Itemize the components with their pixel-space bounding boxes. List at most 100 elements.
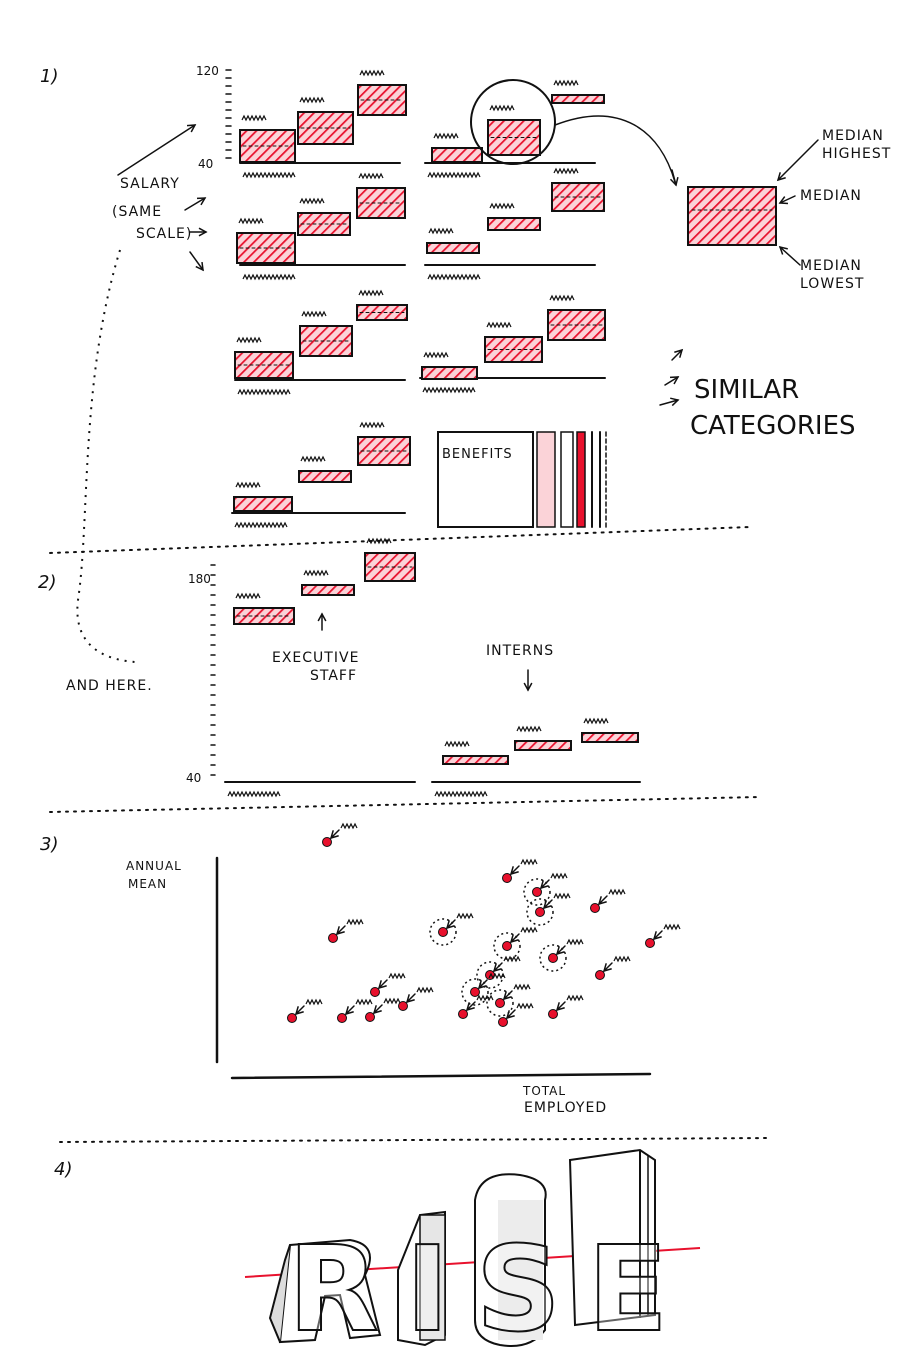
chart-2b-box-label xyxy=(489,202,515,210)
similar-arrow-2-head xyxy=(669,376,680,385)
salary-label: SALARY xyxy=(120,176,180,192)
scale-label: SCALE) xyxy=(136,226,192,242)
median-highest-label: MEDIAN xyxy=(822,128,884,144)
similar-arrow-3 xyxy=(659,399,679,406)
data-point xyxy=(287,1013,297,1023)
similar-label: SIMILAR xyxy=(694,375,799,405)
point-label-arrow xyxy=(466,1001,476,1011)
point-label-arrow xyxy=(336,925,346,935)
executive-label: EXECUTIVE xyxy=(272,650,359,666)
median-highest-arrow xyxy=(777,139,819,181)
similar-arrow-1-head xyxy=(674,348,684,358)
point-label-arrow xyxy=(556,945,566,955)
median-arrow xyxy=(779,195,796,204)
chart-1a-box-label xyxy=(241,114,267,122)
benefits-stripe xyxy=(560,431,574,528)
chart-3a-box-label xyxy=(358,289,384,297)
data-point xyxy=(328,933,338,943)
interns-chart-box-label xyxy=(444,740,470,748)
categories-label: CATEGORIES xyxy=(690,411,856,441)
point-label-arrow xyxy=(510,865,520,875)
point-label-arrow-head xyxy=(539,880,549,890)
chart-2b-range-box xyxy=(426,242,480,254)
chart-4a-box-label xyxy=(235,481,261,489)
point-label-arrow-head xyxy=(445,920,455,930)
same-arrow-2-head xyxy=(198,227,208,237)
point-label-arrow xyxy=(345,1005,355,1015)
exec-chart-box-label xyxy=(235,592,261,600)
point-label-arrow-head xyxy=(555,1002,565,1012)
point-label-arrow xyxy=(603,962,613,972)
chart-4a-range-box xyxy=(357,436,411,466)
letter-r xyxy=(278,1238,382,1344)
same-arrow-1 xyxy=(184,197,206,211)
data-point xyxy=(502,873,512,883)
median-label: MEDIAN xyxy=(800,188,862,204)
point-label-arrow xyxy=(378,979,388,989)
point-label-arrow-head xyxy=(652,931,662,941)
point-label-arrow xyxy=(543,899,553,909)
section-1-label: 1) xyxy=(40,66,58,87)
highlight-circle xyxy=(539,944,567,972)
point-label xyxy=(355,998,373,1006)
point-label-arrow xyxy=(493,962,503,972)
point-label-arrow-head xyxy=(329,830,339,840)
letter-i-side xyxy=(419,1214,446,1341)
point-label-arrow-head xyxy=(344,1006,354,1016)
point-label-arrow-head xyxy=(542,900,552,910)
data-point xyxy=(337,1013,347,1023)
data-point xyxy=(398,1001,408,1011)
point-label-arrow xyxy=(478,979,488,989)
point-label xyxy=(663,923,681,931)
point-label-arrow-head xyxy=(555,946,565,956)
point-label xyxy=(566,938,584,946)
similar-arrow-2 xyxy=(664,376,679,386)
x-axis-label: TOTAL xyxy=(522,1084,566,1098)
benefits-stripe xyxy=(536,431,556,528)
chart-3b-box-label xyxy=(549,294,575,302)
median-lowest-arrow-head xyxy=(778,245,788,255)
point-label-arrow-head xyxy=(377,980,387,990)
point-label-arrow-head xyxy=(509,866,519,876)
point-label-arrow-head xyxy=(502,991,512,1001)
zoom-arrow xyxy=(671,169,677,186)
chart-2a-box-label xyxy=(299,197,325,205)
chart-1b-range-box xyxy=(431,147,483,163)
point-label xyxy=(613,955,631,963)
y-tick-40: 40 xyxy=(198,157,213,171)
section-4-label: 4) xyxy=(54,1159,72,1180)
y-tick-120: 120 xyxy=(196,64,219,78)
y-axis-label-2: MEAN xyxy=(128,877,167,891)
similar-arrow-3-head xyxy=(670,397,680,407)
point-label xyxy=(520,926,538,934)
point-label-arrow xyxy=(295,1005,305,1015)
chart-3a-box-label xyxy=(301,310,327,318)
chart-3b-box-label xyxy=(486,321,512,329)
and-here-dotted-arrow xyxy=(76,249,136,663)
chart-2b-box-label xyxy=(553,167,579,175)
point-label-arrow xyxy=(540,879,550,889)
chart-2a-axis-scribble xyxy=(242,273,296,281)
exec-chart-box-label xyxy=(366,537,392,545)
point-label-arrow-head xyxy=(597,896,607,906)
chart-1a-box-label xyxy=(359,69,385,77)
point-label-arrow xyxy=(446,919,456,929)
interns-chart-range-box xyxy=(514,740,572,751)
legend-box xyxy=(687,186,777,246)
chart-2a-range-box xyxy=(297,212,351,236)
point-label xyxy=(416,986,434,994)
point-label-arrow-head xyxy=(372,1005,382,1015)
same-arrow-1-head xyxy=(196,197,207,206)
same-arrow-3-head xyxy=(195,261,204,272)
median-arrow-head xyxy=(778,196,789,205)
similar-arrow-1 xyxy=(671,349,683,361)
point-label-arrow-head xyxy=(509,934,519,944)
benefits-stripe xyxy=(576,431,586,528)
same-label: (SAME xyxy=(112,204,162,220)
chart-4a-range-box xyxy=(298,470,352,483)
chart-3b-box-label xyxy=(423,351,449,359)
interns-chart-range-box xyxy=(581,732,639,743)
point-label-arrow xyxy=(503,990,513,1000)
